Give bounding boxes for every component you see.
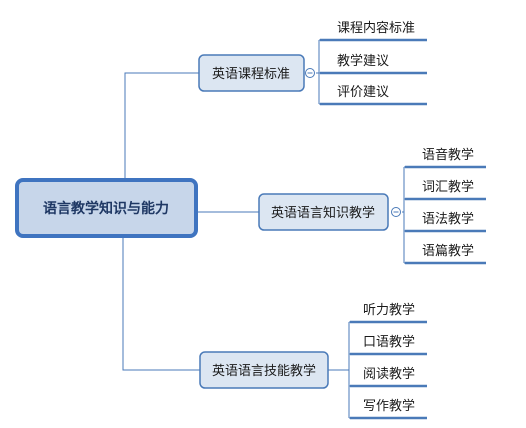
leaf-node-label[interactable]: 教学建议 (337, 53, 389, 69)
leaf-node-label[interactable]: 口语教学 (363, 334, 415, 350)
connector-central-branch-1 (124, 72, 199, 180)
branch-node-3[interactable]: 英语语言技能教学 (199, 351, 329, 389)
branch-1-children: 课程内容标准 教学建议 评价建议 (337, 20, 415, 100)
leaf-node-label[interactable]: 听力教学 (363, 302, 415, 318)
leaf-node-label[interactable]: 评价建议 (337, 85, 389, 100)
leaf-node-label[interactable]: 写作教学 (363, 398, 415, 414)
branch-node-box[interactable] (199, 351, 329, 389)
leaf-node-label[interactable]: 阅读教学 (363, 366, 415, 382)
leaf-node-label[interactable]: 语音教学 (422, 147, 474, 163)
leaf-node-label[interactable]: 语篇教学 (422, 243, 474, 259)
central-node[interactable]: 语言教学知识与能力 (15, 178, 198, 238)
connector-central-branch-3 (122, 236, 200, 371)
leaf-node-label[interactable]: 词汇教学 (422, 179, 474, 195)
collapse-toggle-branch-1[interactable] (305, 68, 315, 78)
branch-3-children: 听力教学 口语教学 阅读教学 写作教学 (363, 302, 415, 414)
branch-node-box[interactable] (258, 193, 389, 231)
branch-node-1[interactable]: 英语课程标准 (198, 54, 305, 92)
branch-2-children: 语音教学 词汇教学 语法教学 语篇教学 (422, 147, 474, 259)
branch-node-label: 英语语言技能教学 (212, 363, 316, 379)
central-node-box[interactable] (15, 178, 198, 238)
leaf-underlines (320, 38, 486, 420)
branch-node-2[interactable]: 英语语言知识教学 (258, 193, 389, 231)
branch-node-box[interactable] (198, 54, 305, 92)
branch-node-label: 英语课程标准 (212, 67, 290, 82)
leaf-node-label[interactable]: 课程内容标准 (337, 20, 415, 36)
central-node-label: 语言教学知识与能力 (43, 200, 169, 217)
branch-node-label: 英语语言知识教学 (271, 205, 375, 221)
collapse-toggle-branch-2[interactable] (391, 207, 401, 217)
leaf-node-label[interactable]: 语法教学 (422, 211, 474, 227)
